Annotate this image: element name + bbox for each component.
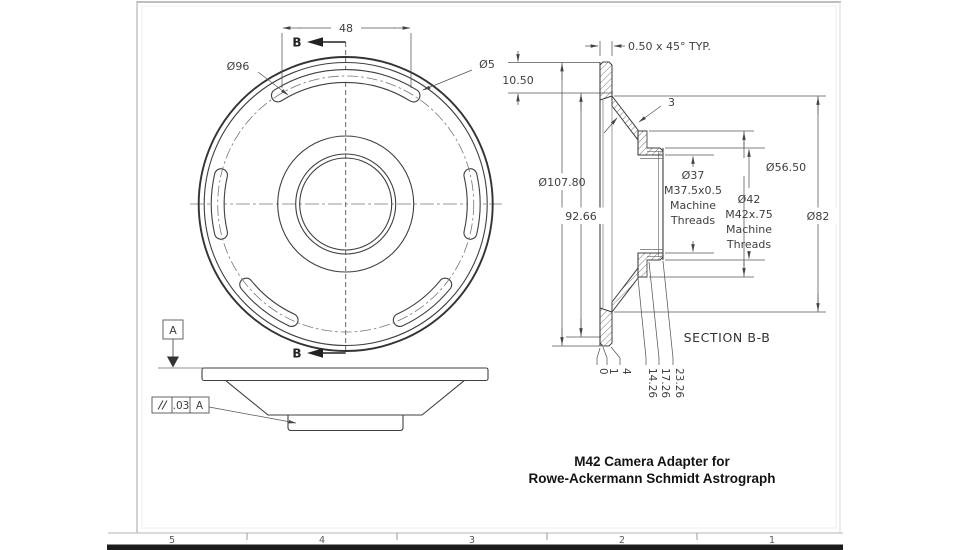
chamfer-note-text: 0.50 x 45° TYP.: [628, 40, 711, 53]
section-arrow-bottom: B: [292, 347, 346, 361]
dim-82: Ø82: [799, 96, 837, 312]
dim-56-50: Ø56.50: [742, 131, 806, 277]
section-title: SECTION B-B: [684, 330, 771, 345]
zone-label-1: 1: [769, 535, 775, 546]
dim-92-66-text: 92.66: [565, 210, 597, 223]
thread42-machine: Machine: [726, 223, 772, 236]
parallelism-fcf: .03 A: [151, 396, 297, 424]
sheet-inner-frame: [141, 5, 837, 529]
thread37-threads: Threads: [670, 214, 715, 227]
dim-48-text: 48: [339, 22, 353, 35]
title-line1: M42 Camera Adapter for: [574, 454, 730, 469]
dim-wall-3-text: 3: [668, 96, 675, 109]
section-label-b-bottom: B: [292, 347, 301, 361]
side-barrel: [287, 415, 404, 432]
thread-bore-circle: [295, 153, 397, 255]
chamfer-note: 0.50 x 45° TYP.: [585, 40, 711, 53]
section-arrow-top: B: [292, 36, 346, 50]
extension-lines: [508, 41, 826, 347]
zone-label-3: 3: [469, 535, 475, 546]
side-flange-plate: [201, 367, 489, 382]
leader-dia5: Ø5: [422, 58, 495, 91]
ordinate-14-26: 14.26: [646, 368, 658, 398]
section-rim-top: [599, 61, 613, 101]
thread-note-37: Ø37 M37.5x0.5 Machine Threads: [664, 156, 722, 252]
section-label-b-top: B: [292, 36, 301, 50]
datum-triangle: [167, 356, 179, 368]
zone-label-2: 2: [619, 535, 625, 546]
side-cone: [225, 380, 465, 416]
section-cone-bottom: [611, 266, 639, 314]
leader-dia96: Ø96: [227, 60, 289, 96]
fcf-tolerance: .03: [173, 400, 190, 412]
dim-107-80: Ø107.80: [532, 62, 592, 346]
dim-107-80-text: Ø107.80: [538, 176, 585, 189]
dia96-text: Ø96: [227, 60, 250, 73]
bore-circle: [299, 157, 393, 251]
section-view: 0.50 x 45° TYP. 10.50 3 Ø107.80: [502, 40, 837, 398]
cone-inner-circle: [277, 135, 415, 273]
zone-label-4: 4: [319, 535, 325, 546]
ordinate-17-26: 17.26: [659, 368, 671, 398]
sheet-bottom-bar: [107, 544, 843, 550]
slot-centerline-circle: [217, 75, 475, 333]
dim-10-50-text: 10.50: [502, 74, 534, 87]
ordinate-dims: 0 1 4 14.26 17.26 23.26: [596, 260, 685, 398]
flange-inner-edge-circle: [203, 61, 488, 347]
thread37-spec: M37.5x0.5: [664, 184, 722, 197]
dim-10-50: 10.50: [502, 51, 534, 105]
dia5-text: Ø5: [479, 58, 495, 71]
dim-wall-3: 3: [603, 96, 675, 134]
fcf-datum: A: [196, 400, 204, 412]
ordinate-0: 0: [597, 368, 609, 375]
thread-note-42: Ø42 M42x.75 Machine Threads: [725, 149, 773, 259]
flange-outer-circle: [197, 56, 494, 352]
dim-92-66: 92.66: [558, 93, 604, 337]
section-cone-top: [611, 94, 639, 142]
ordinate-23-26: 23.26: [673, 368, 685, 398]
side-view: A .03 A: [151, 319, 489, 432]
datum-a-label: A: [169, 324, 177, 337]
title-block: M42 Camera Adapter for Rowe-Ackermann Sc…: [528, 454, 775, 486]
zone-label-5: 5: [169, 535, 175, 546]
sheet-border: 5 4 3 2 1: [107, 1, 843, 550]
title-line2: Rowe-Ackermann Schmidt Astrograph: [528, 471, 775, 486]
thread42-threads: Threads: [726, 238, 771, 251]
dim-82-text: Ø82: [807, 210, 830, 223]
thread42-spec: M42x.75: [725, 208, 773, 221]
datum-a: A: [158, 319, 203, 369]
thread37-dia: Ø37: [682, 169, 705, 182]
dim-48: 48: [281, 22, 412, 88]
thread37-machine: Machine: [670, 199, 716, 212]
front-view: 48 B B Ø96 Ø5: [190, 22, 502, 361]
thread42-dia: Ø42: [738, 193, 761, 206]
ordinate-1: 1: [607, 368, 619, 375]
ordinate-4: 4: [620, 368, 632, 375]
dim-56-50-text: Ø56.50: [766, 161, 806, 174]
section-rim-bottom: [599, 307, 613, 347]
parallelism-icon: [157, 400, 168, 410]
